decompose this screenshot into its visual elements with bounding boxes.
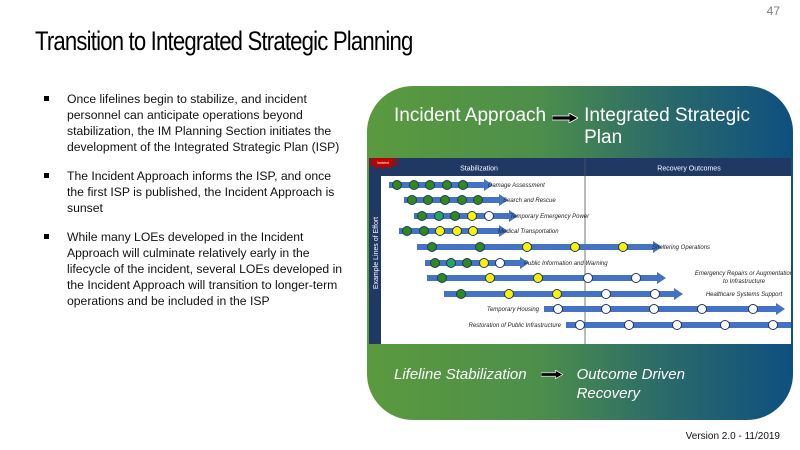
loe-status-dot <box>475 242 485 252</box>
loe-status-dot <box>440 195 450 205</box>
loe-arrow-bar <box>389 179 493 191</box>
loe-status-dot <box>479 258 489 268</box>
loe-status-dot <box>649 304 659 314</box>
loe-status-dot <box>419 226 429 236</box>
loe-status-dot <box>748 304 758 314</box>
loe-status-dot <box>450 211 460 221</box>
loe-label: Medical Transportation <box>498 229 559 235</box>
bullet-text: Once lifelines begin to stabilize, and i… <box>67 92 340 154</box>
loe-status-dot <box>407 195 417 205</box>
footer-left: Lifeline Stabilization <box>394 366 527 383</box>
loe-status-dot <box>484 211 494 221</box>
loe-status-dot <box>423 195 433 205</box>
right-arrow-icon <box>540 370 563 379</box>
loe-status-dot <box>533 273 543 283</box>
loe-arrow-bar <box>414 210 518 222</box>
y-axis-band <box>369 158 381 344</box>
heading-right: Integrated Strategic Plan <box>584 105 750 148</box>
version-footer: Version 2.0 - 11/2019 <box>685 431 780 442</box>
loe-label: Emergency Repairs or Augmentation <box>695 271 791 277</box>
loe-status-dot <box>624 320 634 330</box>
loe-status-dot <box>575 320 585 330</box>
bullet-item: The Incident Approach informs the ISP, a… <box>44 168 344 216</box>
loe-status-dot <box>768 320 778 330</box>
loe-status-dot <box>650 289 660 299</box>
lines-of-effort-diagram: Stabilization Recovery Outcomes IncidentEx… <box>369 158 791 344</box>
loe-status-dot <box>570 242 580 252</box>
loe-status-dot <box>458 180 468 190</box>
phase-header-band <box>369 158 791 176</box>
loe-status-dot <box>601 304 611 314</box>
loe-label: to Infrastructure <box>723 279 766 285</box>
loe-status-dot <box>462 258 472 268</box>
incident-burst-label: Incident <box>377 161 390 165</box>
square-bullet-icon <box>44 234 49 239</box>
loe-arrow-bar <box>444 288 683 300</box>
loe-status-dot <box>446 258 456 268</box>
square-bullet-icon <box>44 173 49 178</box>
loe-status-dot <box>601 289 611 299</box>
loe-status-dot <box>392 180 402 190</box>
loe-status-dot <box>402 226 412 236</box>
loe-arrow-bar <box>427 272 666 284</box>
loe-status-dot <box>631 273 641 283</box>
loe-status-dot <box>435 226 445 236</box>
loe-status-dot <box>434 211 444 221</box>
loe-status-dot <box>583 273 593 283</box>
phase-label-stabilization: Stabilization <box>460 166 498 173</box>
loe-status-dot <box>495 258 505 268</box>
panel-heading: Incident Approach Integrated Strategic P… <box>394 105 764 149</box>
loe-label: Temporary Emergency Power <box>510 214 590 220</box>
loe-status-dot <box>468 226 478 236</box>
loe-label: Restoration of Public Infrastructure <box>469 323 562 329</box>
loe-status-dot <box>452 226 462 236</box>
loe-arrow-bar <box>404 194 508 206</box>
loe-status-dot <box>427 242 437 252</box>
loe-label: Temporary Housing <box>487 307 540 313</box>
loe-status-dot <box>409 180 419 190</box>
loe-status-dot <box>504 289 514 299</box>
slide-title: Transition to Integrated Strategic Plann… <box>35 26 413 56</box>
loe-status-dot <box>425 180 435 190</box>
loe-status-dot <box>672 320 682 330</box>
loe-arrow-bar <box>425 257 529 269</box>
loe-label: Healthcare Systems Support <box>706 292 783 298</box>
transition-panel: Incident Approach Integrated Strategic P… <box>367 86 793 420</box>
y-axis-label: Example Lines of Effort <box>373 217 380 289</box>
loe-label: Damage Assessment <box>488 183 545 189</box>
heading-left: Incident Approach <box>394 105 547 126</box>
loe-status-dot <box>522 242 532 252</box>
loe-label: Sheltering Operations <box>652 245 710 251</box>
loe-status-dot <box>430 258 440 268</box>
bullet-text: The Incident Approach informs the ISP, a… <box>67 169 335 215</box>
loe-status-dot <box>417 211 427 221</box>
loe-status-dot <box>618 242 628 252</box>
phase-label-recovery: Recovery Outcomes <box>657 166 721 173</box>
footer-right: Outcome Driven Recovery <box>576 366 685 402</box>
loe-status-dot <box>467 211 477 221</box>
loe-status-dot <box>442 180 452 190</box>
loe-status-dot <box>485 273 495 283</box>
loe-status-dot <box>457 195 467 205</box>
incident-burst-icon <box>369 158 402 171</box>
bullet-list: Once lifelines begin to stabilize, and i… <box>44 91 344 322</box>
square-bullet-icon <box>44 96 49 101</box>
page-number: 47 <box>766 4 780 18</box>
loe-status-dot <box>552 289 562 299</box>
loe-label: Search and Rescue <box>503 198 556 204</box>
loe-status-dot <box>720 320 730 330</box>
right-arrow-icon <box>552 113 579 123</box>
bullet-text: While many LOEs developed in the Inciden… <box>67 230 343 308</box>
loe-status-dot <box>697 304 707 314</box>
loe-status-dot <box>437 273 447 283</box>
loe-status-dot <box>456 289 466 299</box>
loe-label: Public Information and Warning <box>524 261 608 267</box>
bullet-item: While many LOEs developed in the Inciden… <box>44 229 344 309</box>
loe-status-dot <box>553 304 563 314</box>
panel-footer: Lifeline Stabilization Outcome Driven Re… <box>394 365 727 403</box>
loe-status-dot <box>473 195 483 205</box>
bullet-item: Once lifelines begin to stabilize, and i… <box>44 91 344 155</box>
